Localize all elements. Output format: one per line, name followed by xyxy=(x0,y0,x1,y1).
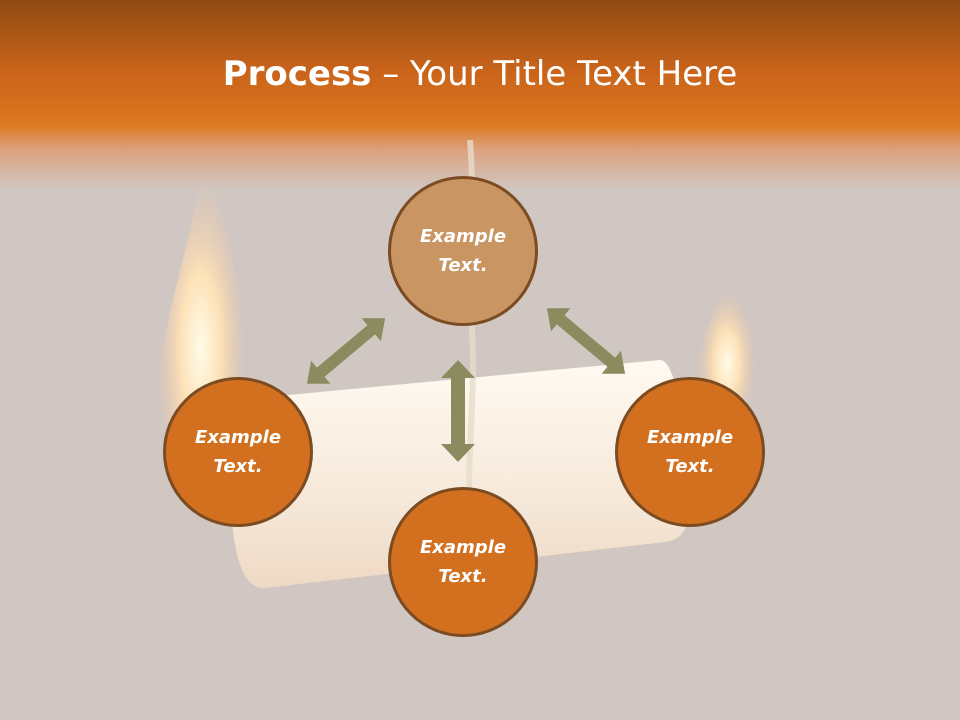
node-right-label: Example Text. xyxy=(646,427,734,477)
node-bottom-label: Example Text. xyxy=(419,537,507,587)
candle xyxy=(228,360,691,589)
node-right: Example Text. xyxy=(615,377,765,527)
page-title: Process – Your Title Text Here xyxy=(0,52,960,96)
node-top: Example Text. xyxy=(388,176,538,326)
header-band xyxy=(0,0,960,190)
node-left: Example Text. xyxy=(163,377,313,527)
node-bottom: Example Text. xyxy=(388,487,538,637)
node-left-label: Example Text. xyxy=(194,427,282,477)
double-arrow-center xyxy=(441,360,475,462)
node-top-label: Example Text. xyxy=(419,226,507,276)
title-rest: – Your Title Text Here xyxy=(371,54,738,94)
double-arrow-top-left xyxy=(306,318,386,384)
double-arrow-top-right xyxy=(546,308,626,374)
title-bold: Process xyxy=(222,54,372,94)
